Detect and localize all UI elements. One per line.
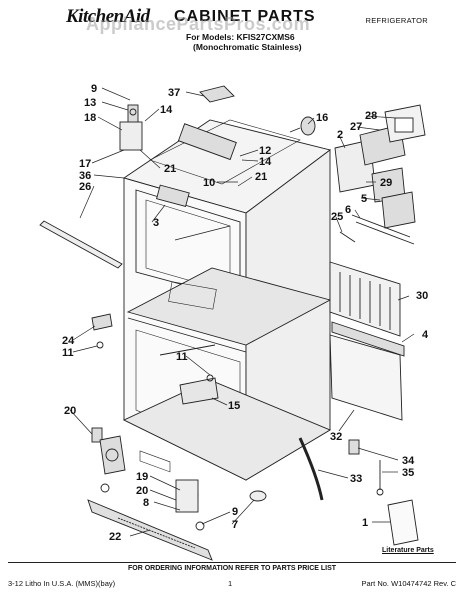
callout-27: 27 <box>350 121 362 133</box>
callout-14: 14 <box>160 104 173 116</box>
callout-18: 18 <box>84 112 96 124</box>
callout-11: 11 <box>176 351 188 363</box>
callout-15: 15 <box>228 400 240 412</box>
cabinet-body <box>122 119 332 481</box>
callout-9: 9 <box>232 506 238 518</box>
callout-labels: 9 13 18 37 14 17 36 26 21 16 28 2 27 12 … <box>62 83 429 543</box>
vent-part <box>156 184 190 207</box>
literature-label: Literature Parts <box>382 547 434 554</box>
trim-strip-part <box>39 220 123 269</box>
callout-22: 22 <box>109 531 121 543</box>
left-screws <box>91 313 113 349</box>
callout-17: 17 <box>79 158 91 170</box>
ordering-info: FOR ORDERING INFORMATION REFER TO PARTS … <box>127 565 337 572</box>
callout-32: 32 <box>330 431 342 443</box>
callout-21: 21 <box>255 171 267 183</box>
finish-line: (Monochromatic Stainless) <box>193 42 302 52</box>
callout-29: 29 <box>380 177 392 189</box>
page-number: 1 <box>228 579 233 588</box>
control-parts <box>334 104 426 229</box>
callout-35: 35 <box>402 467 414 479</box>
literature-booklet <box>387 499 419 546</box>
callout-7: 7 <box>232 519 238 531</box>
grille-panel <box>329 261 401 337</box>
callout-16: 16 <box>316 112 328 124</box>
callout-20: 20 <box>136 485 148 497</box>
lower-hinge-part <box>179 374 219 405</box>
watermark: AppliancePartsPros.com <box>86 14 311 34</box>
callout-25: 25 <box>331 211 343 223</box>
callout-34: 34 <box>402 455 415 467</box>
callout-13: 13 <box>84 97 96 109</box>
callout-3: 3 <box>153 217 159 229</box>
part-16 <box>289 116 316 136</box>
page-title: CABINET PARTS <box>174 8 316 25</box>
category-label: REFRIGERATOR <box>365 16 428 25</box>
callout-19: 19 <box>136 471 148 483</box>
callout-10: 10 <box>203 177 215 189</box>
callout-30: 30 <box>416 290 428 302</box>
callout-9: 9 <box>91 83 97 95</box>
callout-12: 12 <box>259 145 271 157</box>
callout-20: 20 <box>64 405 76 417</box>
callout-11: 11 <box>62 347 74 359</box>
models-line: For Models: KFIS27CXMS6 <box>186 32 295 42</box>
callout-24: 24 <box>62 335 75 347</box>
callout-21: 21 <box>164 163 176 175</box>
part-number: Part No. W10474742 Rev. C <box>361 579 457 588</box>
callout-37: 37 <box>168 87 180 99</box>
callout-8: 8 <box>143 497 149 509</box>
callout-1: 1 <box>362 517 368 529</box>
bracket-parts <box>339 214 415 245</box>
callout-5: 5 <box>361 193 367 205</box>
callout-28: 28 <box>365 110 377 122</box>
callout-26: 26 <box>79 181 91 193</box>
leader-lines <box>69 87 415 537</box>
litho-info: 3-12 Litho In U.S.A. (MMS)(bay) <box>8 579 116 588</box>
callout-36: 36 <box>79 170 91 182</box>
footer-divider <box>8 562 456 563</box>
callout-14: 14 <box>259 156 272 168</box>
sensor-parts <box>348 439 384 496</box>
part-33 <box>298 437 324 501</box>
callout-33: 33 <box>350 473 362 485</box>
callout-4: 4 <box>422 329 429 341</box>
callout-6: 6 <box>345 204 351 216</box>
callout-2: 2 <box>337 129 343 141</box>
rear-panel <box>329 321 405 421</box>
part-37 <box>199 85 235 103</box>
brand-logo: KitchenAid <box>66 6 150 27</box>
top-hinge-part <box>119 104 143 151</box>
